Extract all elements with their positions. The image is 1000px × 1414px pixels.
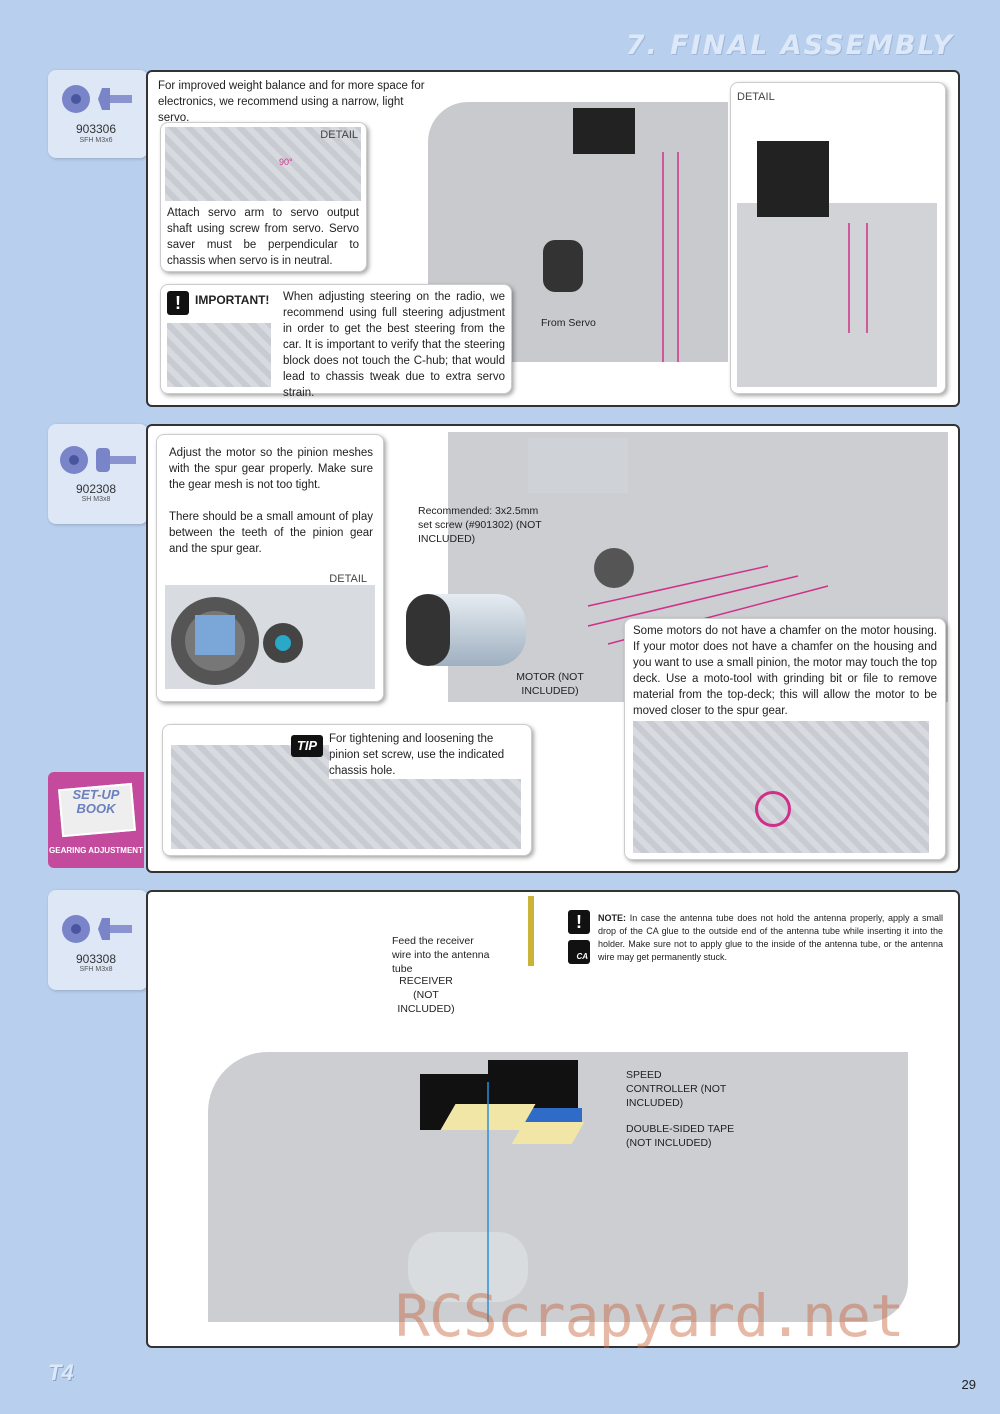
detail-label: DETAIL: [320, 129, 358, 141]
tip-card: TIP For tightening and loosening the pin…: [162, 724, 532, 856]
gear-mesh-card: Adjust the motor so the pinion meshes wi…: [156, 434, 384, 702]
pinion-illustration: [594, 548, 634, 588]
motor-label: MOTOR (NOT INCLUDED): [516, 671, 584, 697]
chamfer-text: Some motors do not have a chamfer on the…: [633, 625, 937, 717]
setup-book-label: SET-UP BOOK: [72, 787, 120, 816]
part-tab-903306: 903306 SFH M3x6: [48, 70, 148, 158]
angle-label: 90°: [279, 157, 293, 167]
part-code: 903308: [75, 952, 117, 966]
warning-icon: !: [568, 910, 590, 934]
setup-book-badge: SET-UP BOOK GEARING ADJUSTMENT: [48, 772, 144, 868]
part-spec: SH M3x8: [81, 496, 111, 503]
important-label: IMPORTANT!: [195, 293, 270, 307]
page-number: 29: [961, 1377, 976, 1392]
tape-right: [511, 1122, 585, 1144]
screw-icon: [62, 915, 132, 943]
warning-icon: !: [167, 291, 189, 315]
part-tab-903308: 903308 SFH M3x8: [48, 890, 148, 990]
tip-text: For tightening and loosening the pinion …: [329, 731, 527, 779]
servo-illustration: [573, 108, 635, 154]
gear-mesh-text: Adjust the motor so the pinion meshes wi…: [169, 447, 373, 491]
antenna-tube-illustration: [528, 896, 534, 966]
servo-ghost: [528, 438, 628, 493]
servo-panel: For improved weight balance and for more…: [146, 70, 960, 407]
highlight-circle: [755, 791, 791, 827]
servo-detail-illustration: [757, 141, 829, 217]
servo-saver-illustration: [543, 240, 583, 292]
gear-detail-illustration: [165, 585, 375, 689]
chamfer-photo: [633, 721, 929, 853]
chassis-detail-illustration: [737, 203, 937, 387]
feed-wire-label: Feed the receiver wire into the antenna …: [392, 935, 490, 975]
ca-glue-icon: CA: [568, 940, 590, 964]
part-tab-902308: 902308 SH M3x8: [48, 424, 148, 524]
part-spec: SFH M3x8: [79, 966, 113, 973]
from-servo-label: From Servo: [541, 317, 596, 329]
important-box: ! IMPORTANT! When adjusting steering on …: [160, 284, 512, 399]
part-code: 902308: [75, 482, 117, 496]
motor-panel: Adjust the motor so the pinion meshes wi…: [146, 424, 960, 873]
servo-detail-card: DETAIL: [730, 82, 946, 394]
detail-label: DETAIL: [329, 573, 367, 585]
electronics-panel: Feed the receiver wire into the antenna …: [146, 890, 960, 1348]
speed-controller-label: SPEED CONTROLLER (NOT INCLUDED): [626, 1069, 727, 1109]
detail-arrows: [848, 223, 868, 333]
servo-arm-inset: DETAIL 90° Attach servo arm to servo out…: [160, 122, 367, 272]
set-screw-label: Recommended: 3x2.5mm set screw (#901302)…: [418, 505, 542, 545]
note-text: In case the antenna tube does not hold t…: [598, 913, 943, 962]
assembly-arrows: [662, 152, 679, 362]
antenna-note: NOTE: In case the antenna tube does not …: [598, 912, 943, 964]
speed-controller-illustration: [488, 1060, 578, 1112]
servo-arm-text: Attach servo arm to servo output shaft u…: [167, 207, 359, 267]
part-code: 903306: [75, 122, 117, 136]
servo-intro-text: For improved weight balance and for more…: [158, 80, 425, 124]
mounting-arrow: [487, 1082, 489, 1322]
detail-label: DETAIL: [737, 91, 775, 103]
setup-caption: GEARING ADJUSTMENT: [49, 846, 143, 855]
important-text: When adjusting steering on the radio, we…: [283, 291, 505, 399]
screw-icon: [62, 85, 132, 113]
gear-play-text: There should be a small amount of play b…: [169, 511, 373, 555]
servo-arm-image: [165, 127, 361, 201]
receiver-label: RECEIVER (NOT INCLUDED): [397, 975, 455, 1015]
part-spec: SFH M3x6: [79, 137, 113, 144]
watermark: RCScrapyard.net: [395, 1282, 905, 1350]
double-sided-tape-label: DOUBLE-SIDED TAPE (NOT INCLUDED): [626, 1123, 735, 1149]
screw-icon: [60, 446, 136, 474]
chapter-title: 7. FINAL ASSEMBLY: [625, 30, 954, 61]
model-logo: T4: [48, 1360, 74, 1385]
motor-end-illustration: [406, 594, 450, 666]
motor-ghost: [408, 1232, 528, 1302]
steering-block-image: [167, 323, 271, 387]
note-label: NOTE:: [598, 913, 626, 923]
tip-badge: TIP: [291, 735, 323, 757]
chamfer-card: Some motors do not have a chamfer on the…: [624, 618, 946, 860]
